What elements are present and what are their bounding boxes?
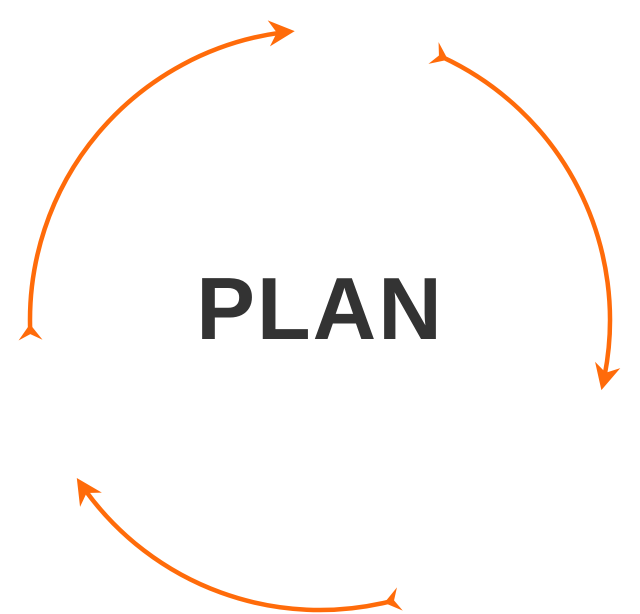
arrow-right xyxy=(428,42,621,391)
arrowhead-icon xyxy=(267,20,295,47)
arrow-tail-icon xyxy=(428,42,448,64)
arrow-tail-icon xyxy=(384,587,403,611)
arrowhead-icon xyxy=(76,477,102,507)
curved-arrow-clockwise-icon xyxy=(83,488,393,613)
arrow-tail-icon xyxy=(18,324,43,341)
arrow-bottom xyxy=(76,477,403,613)
arrow-top-left xyxy=(18,20,295,341)
cycle-arrows xyxy=(18,20,621,613)
arrowhead-icon xyxy=(595,361,621,391)
curved-arrow-clockwise-icon xyxy=(440,54,613,378)
curved-arrow-clockwise-icon xyxy=(27,30,282,333)
center-label: PLAN xyxy=(196,259,444,358)
